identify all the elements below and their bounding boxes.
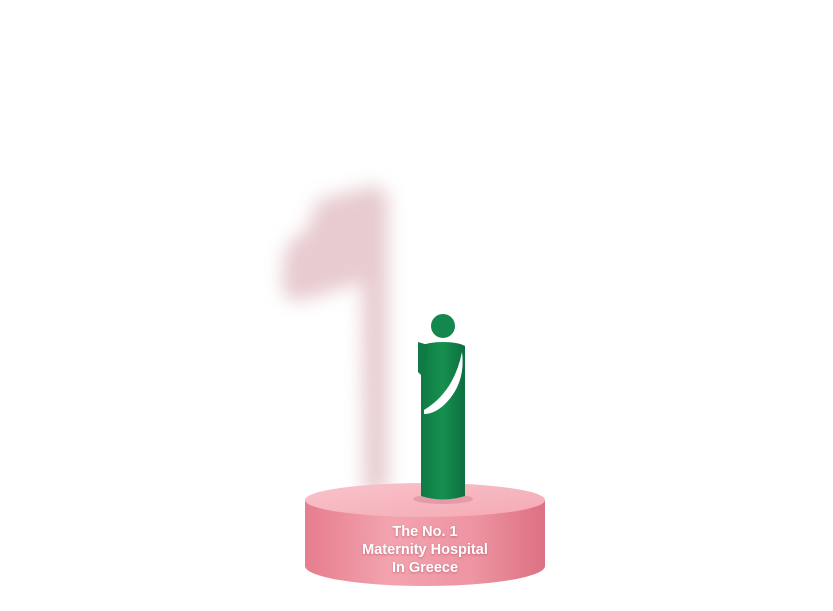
mother-figure-icon [418, 314, 465, 500]
numeral-one-shadow [282, 186, 388, 496]
pedestal-label: The No. 1 Maternity Hospital In Greece [305, 523, 545, 577]
pedestal-label-line-3: In Greece [391, 560, 459, 576]
pedestal-label-line-2: Maternity Hospital [362, 542, 488, 558]
pedestal-label-line-1: The No. 1 [392, 524, 458, 540]
